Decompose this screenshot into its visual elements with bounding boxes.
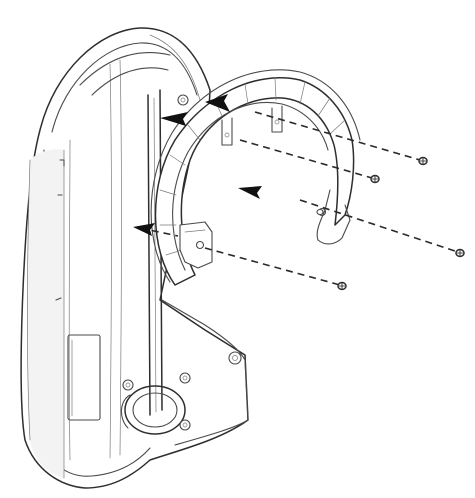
insertion-arrow (160, 112, 188, 126)
housing-body (20, 27, 249, 489)
cover-tab-right (271, 105, 283, 133)
screw (370, 174, 380, 184)
screw (418, 156, 428, 166)
insertion-arrow (205, 94, 230, 112)
side-window (67, 334, 101, 421)
guide-line-3 (299, 199, 459, 253)
cover-tab-left (221, 117, 233, 146)
fasteners (316, 156, 465, 291)
screw (455, 248, 465, 258)
hub-ring (124, 385, 186, 435)
cover-right-bracket (316, 189, 351, 245)
guide-line-1 (254, 111, 421, 161)
screw (337, 281, 347, 291)
housing-side-shade (27, 149, 64, 479)
assembly-arrows (133, 94, 262, 236)
arc-cover-plate (150, 69, 361, 286)
insertion-arrow (133, 223, 155, 236)
insertion-arrow (238, 186, 262, 199)
screw (316, 208, 324, 216)
base-plate (161, 299, 249, 446)
housing-outer-shell (20, 27, 249, 489)
guide-line-4 (204, 247, 341, 286)
guide-line-2 (239, 139, 373, 179)
